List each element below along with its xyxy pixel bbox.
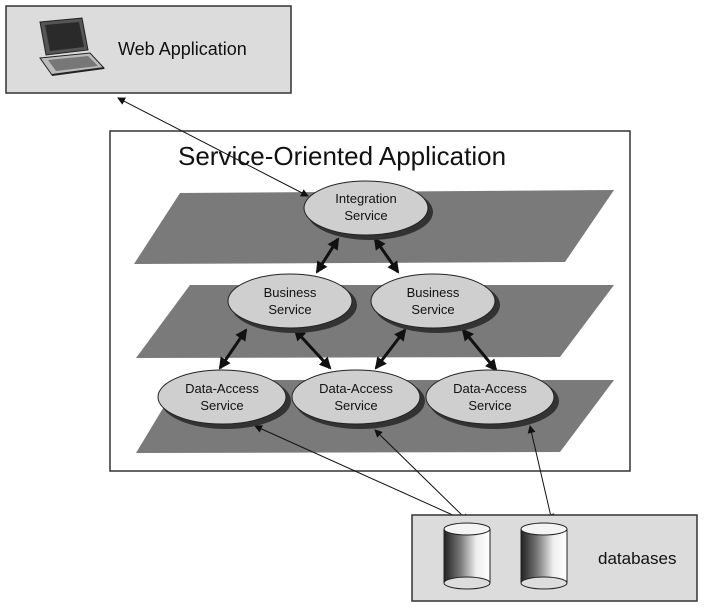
integration-business-left-arrow bbox=[315, 237, 340, 274]
business-right-data-right-arrow bbox=[461, 328, 498, 372]
business-left-line1: Business bbox=[264, 285, 317, 300]
business-service-right-node: Business Service bbox=[370, 273, 500, 333]
data-right-line1: Data-Access bbox=[453, 381, 527, 396]
data-access-service-mid-node: Data-Access Service bbox=[291, 369, 425, 429]
web-to-integration-arrow bbox=[117, 97, 309, 197]
data-access-service-left-node: Data-Access Service bbox=[157, 369, 291, 429]
business-right-line1: Business bbox=[407, 285, 460, 300]
integration-line1: Integration bbox=[335, 191, 396, 206]
data-left-line1: Data-Access bbox=[185, 381, 259, 396]
web-application-box: Web Application bbox=[5, 5, 292, 94]
integration-line2: Service bbox=[344, 208, 387, 223]
business-left-data-mid-arrow bbox=[293, 328, 332, 370]
integration-business-right-arrow bbox=[373, 237, 400, 274]
data-mid-to-db-arrow bbox=[374, 429, 469, 522]
business-right-line2: Service bbox=[411, 302, 454, 317]
data-mid-line2: Service bbox=[334, 398, 377, 413]
integration-service-node: Integration Service bbox=[303, 180, 433, 240]
data-left-line2: Service bbox=[200, 398, 243, 413]
web-application-label: Web Application bbox=[118, 39, 247, 59]
laptop-icon bbox=[39, 17, 106, 76]
data-mid-line1: Data-Access bbox=[319, 381, 393, 396]
databases-label: databases bbox=[598, 549, 676, 568]
database-icon bbox=[443, 522, 491, 590]
data-right-line2: Service bbox=[468, 398, 511, 413]
business-left-line2: Service bbox=[268, 302, 311, 317]
business-right-data-mid-arrow bbox=[374, 328, 407, 370]
data-right-to-db-arrow bbox=[527, 425, 555, 522]
business-service-left-node: Business Service bbox=[227, 273, 357, 333]
database-icon bbox=[520, 522, 568, 590]
soa-title: Service-Oriented Application bbox=[178, 141, 506, 171]
data-access-service-right-node: Data-Access Service bbox=[425, 369, 559, 429]
databases-box: databases bbox=[411, 514, 698, 602]
business-left-data-left-arrow bbox=[218, 328, 248, 370]
